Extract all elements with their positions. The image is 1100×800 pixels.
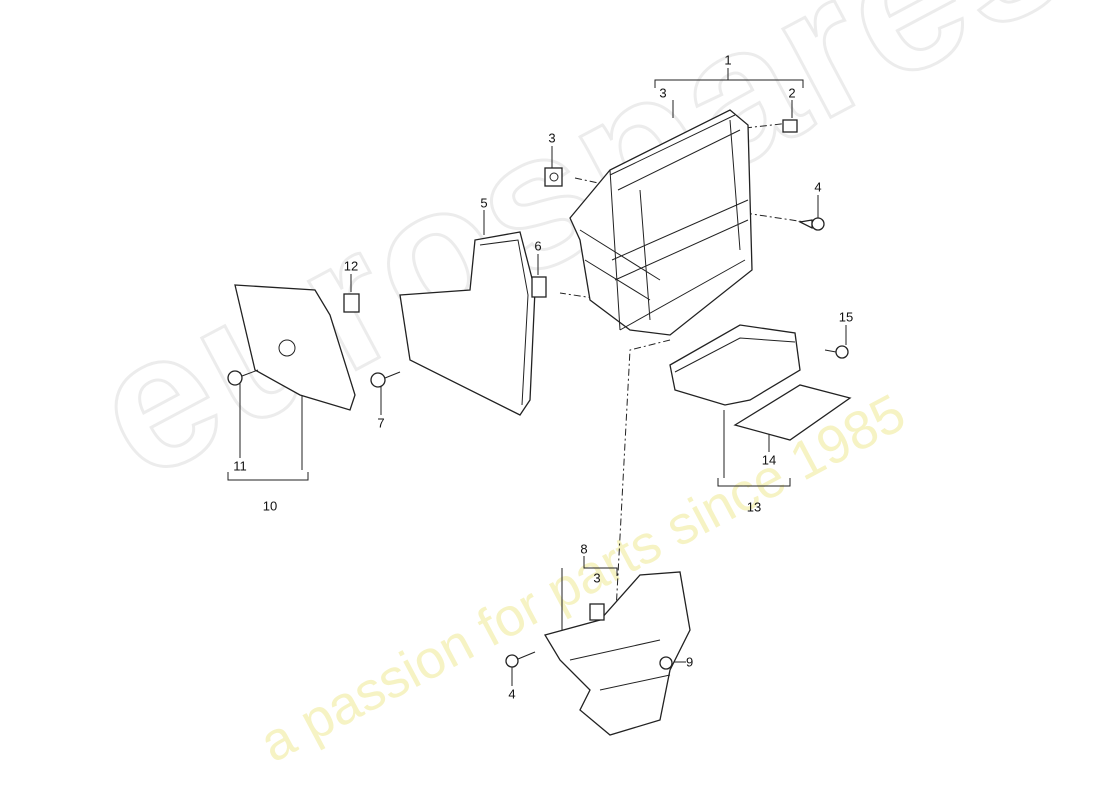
bracket-8 <box>544 571 691 736</box>
storage-frame <box>569 109 753 336</box>
callout-8: 8 <box>580 541 588 557</box>
callout-3: 3 <box>593 570 601 586</box>
screw-15 <box>835 345 849 359</box>
callout-14: 14 <box>761 452 777 468</box>
screw-7 <box>370 372 386 388</box>
screw-11 <box>227 370 243 386</box>
callout-7: 7 <box>377 415 385 431</box>
callout-2: 2 <box>788 85 796 101</box>
storage-tray-13 <box>669 324 801 406</box>
clip-2 <box>782 119 798 133</box>
callout-13: 13 <box>746 499 762 515</box>
callout-4: 4 <box>814 179 822 195</box>
callout-3: 3 <box>659 85 667 101</box>
callout-1: 1 <box>724 52 732 68</box>
mat-14 <box>733 384 852 441</box>
callout-4: 4 <box>508 686 516 702</box>
callout-5: 5 <box>480 195 488 211</box>
callout-3: 3 <box>548 130 556 146</box>
callout-11: 11 <box>233 458 247 474</box>
callout-9: 9 <box>686 654 694 670</box>
callout-15: 15 <box>838 309 854 325</box>
callout-12: 12 <box>343 258 359 274</box>
speed-nut-3-lower <box>589 603 605 621</box>
callout-6: 6 <box>534 238 542 254</box>
screw-4 <box>797 219 813 230</box>
callout-10: 10 <box>262 498 278 514</box>
nut-9 <box>659 656 673 670</box>
speed-nut-6 <box>531 276 547 298</box>
trim-panel-5 <box>399 231 536 416</box>
speed-nut-3 <box>544 167 563 187</box>
speed-nut-12 <box>343 293 360 313</box>
screw-4-lower <box>505 654 519 668</box>
